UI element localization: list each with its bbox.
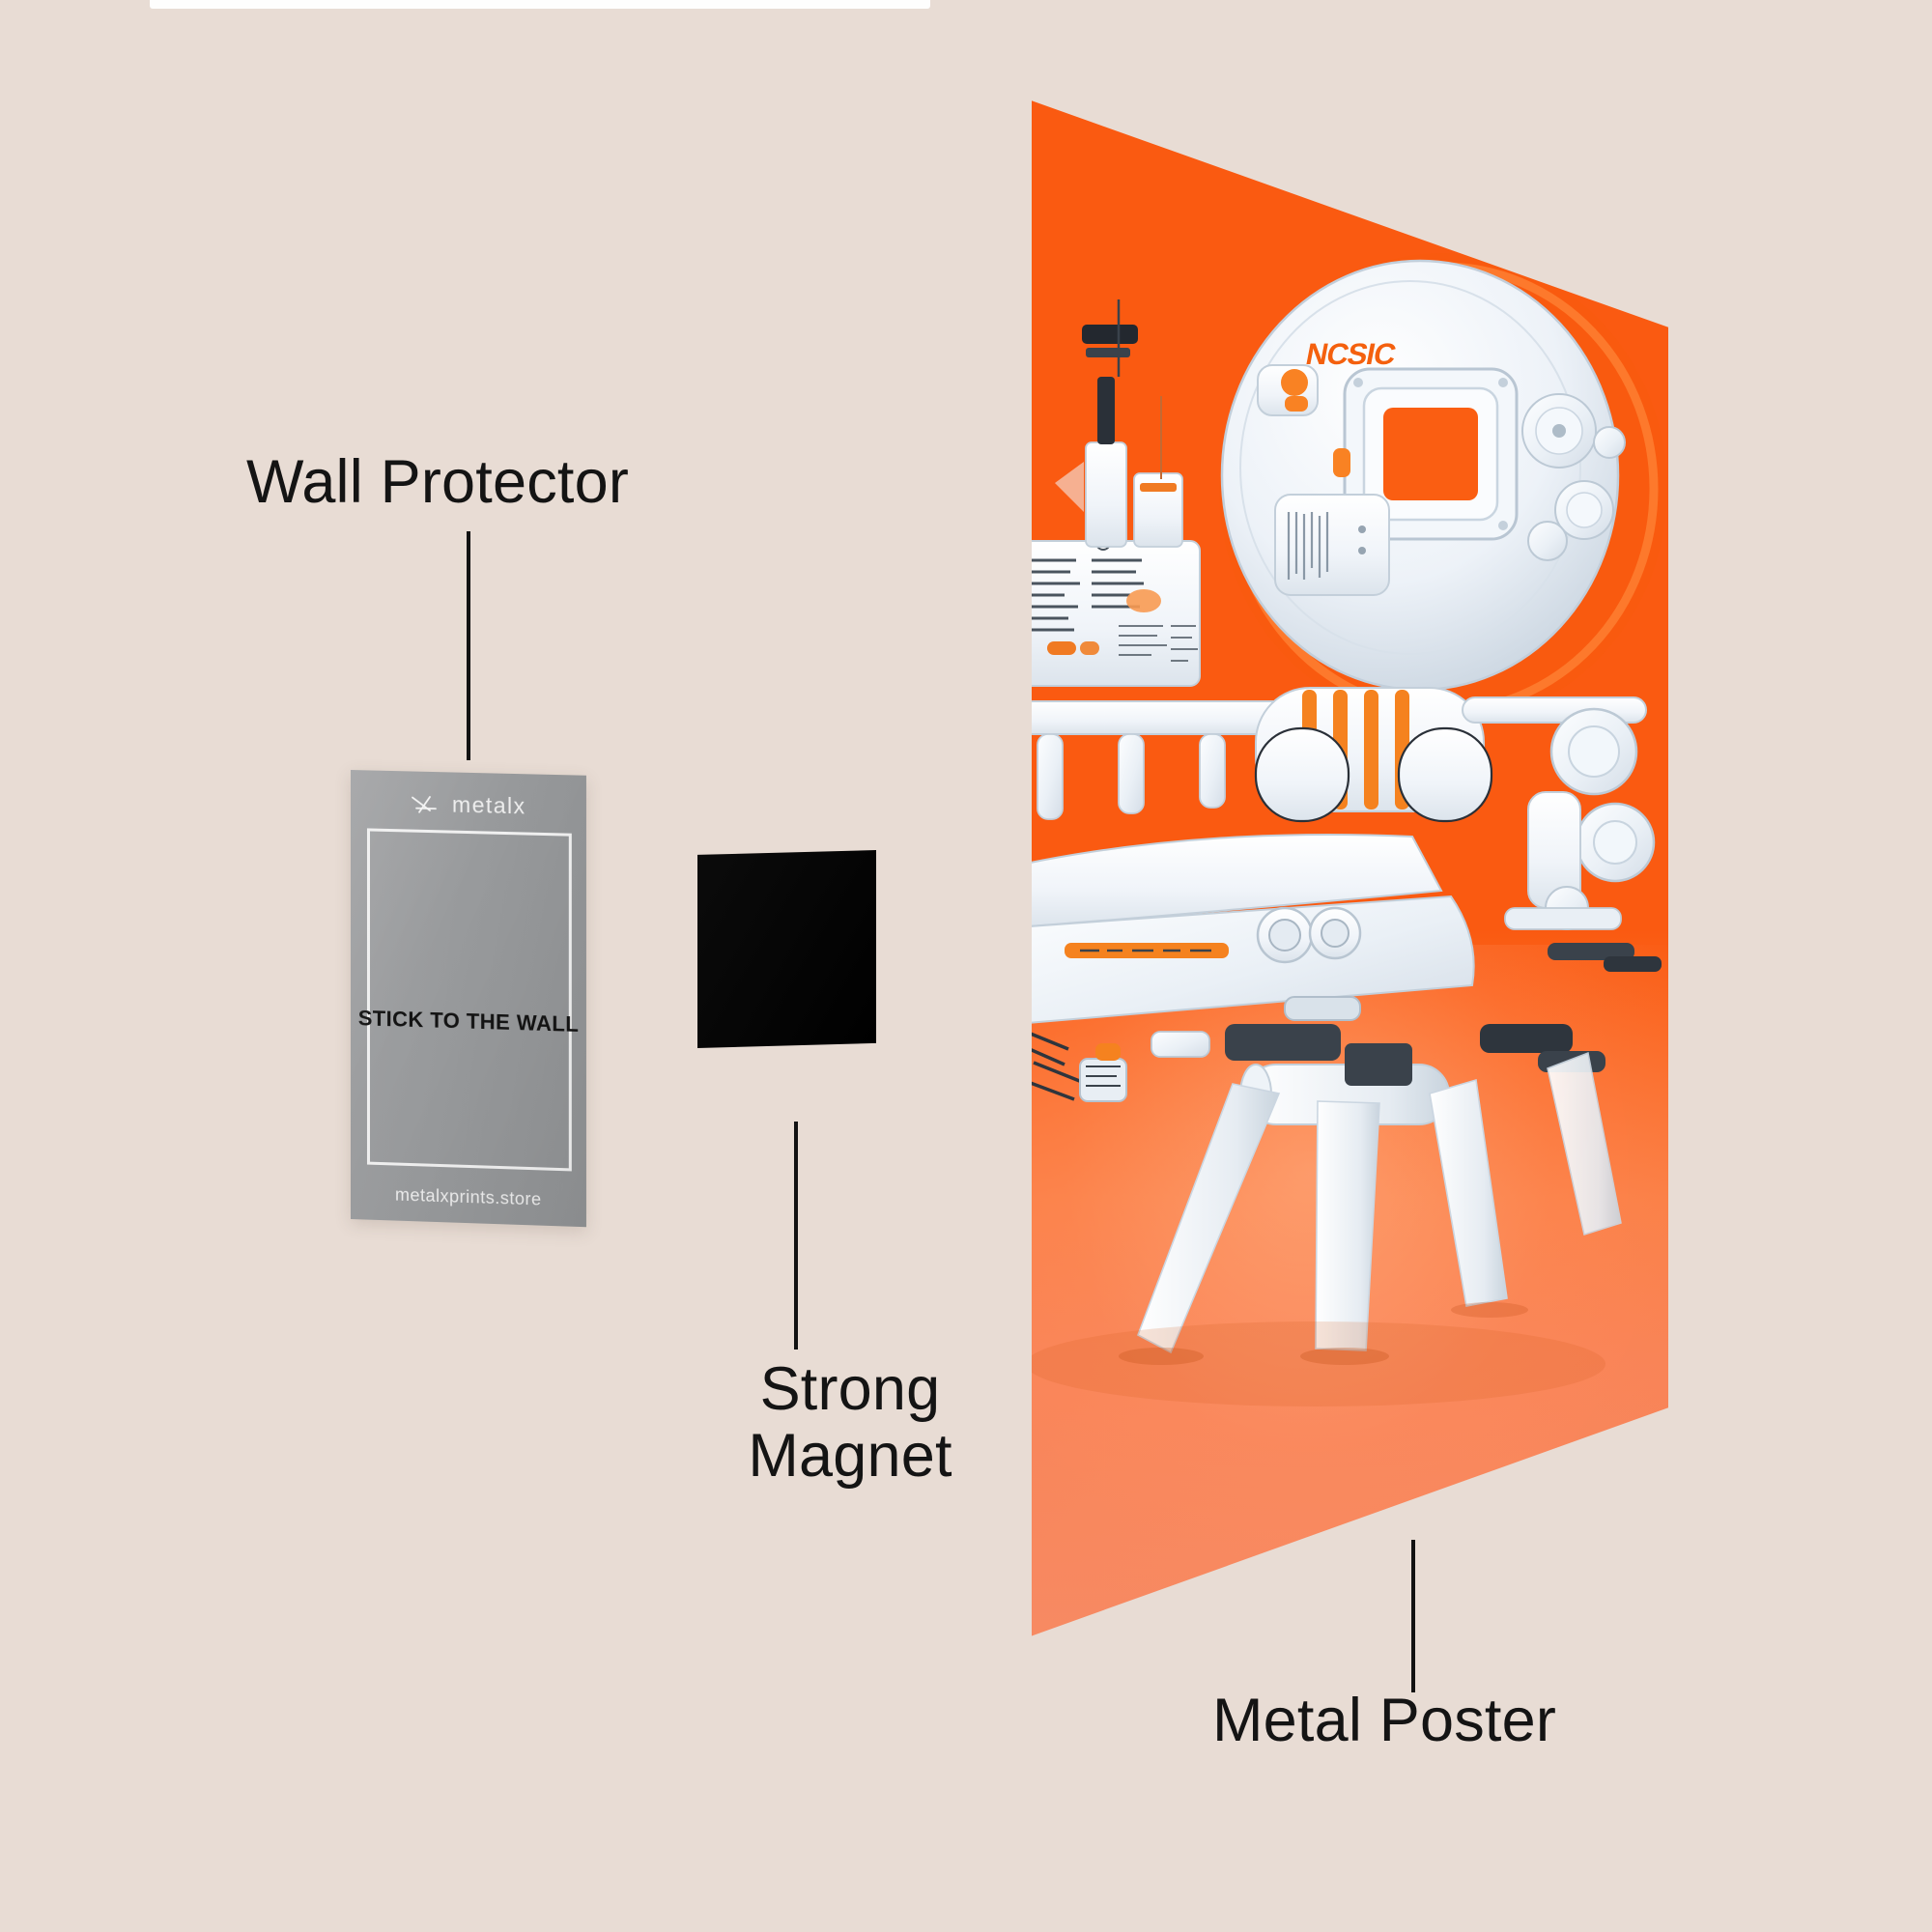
poster-artwork-wordmark: NCSIC	[1302, 336, 1399, 371]
leader-line-metal-poster	[1411, 1540, 1415, 1692]
poster-artwork-illustration	[1031, 253, 1667, 1406]
wall-protector-inner-frame	[366, 828, 572, 1172]
wall-protector-brand-row: metalx	[351, 789, 586, 821]
metalx-brand-name: metalx	[452, 791, 526, 819]
metalx-cross-icon	[411, 793, 443, 815]
metal-poster-panel: NCSIC	[1031, 100, 1668, 1636]
leader-line-strong-magnet	[794, 1122, 798, 1350]
callout-label-strong-magnet: Strong Magnet	[748, 1355, 952, 1491]
callout-label-metal-poster: Metal Poster	[1212, 1687, 1557, 1754]
strong-magnet-square	[697, 850, 876, 1048]
wall-protector-card: metalx STICK TO THE WALL metalxprints.st…	[351, 770, 586, 1228]
callout-label-wall-protector: Wall Protector	[246, 448, 630, 516]
top-white-strip	[150, 0, 930, 9]
wall-protector-store-url: metalxprints.store	[394, 1184, 542, 1209]
leader-line-wall-protector	[467, 531, 470, 760]
